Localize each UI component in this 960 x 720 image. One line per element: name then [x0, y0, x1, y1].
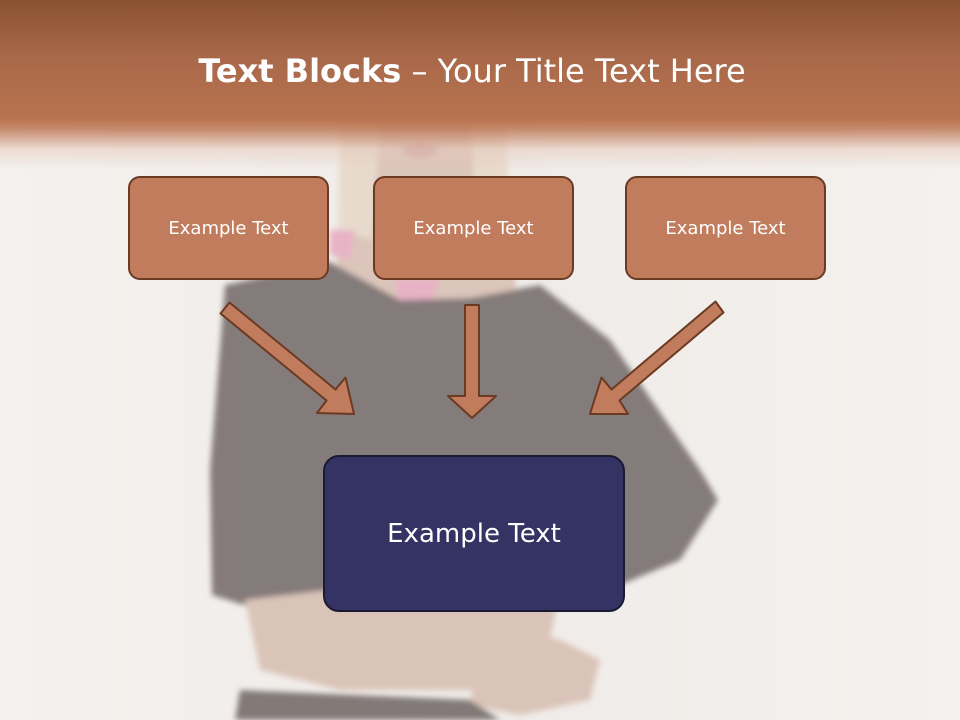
arrow-center-down: [447, 304, 497, 419]
text-block-1-label: Example Text: [168, 217, 289, 239]
slide-title: Text Blocks – Your Title Text Here: [0, 52, 944, 90]
arrow-right-diagonal: [589, 300, 725, 415]
arrow-left-diagonal: [219, 301, 355, 415]
target-text-block[interactable]: Example Text: [323, 455, 625, 612]
text-block-1[interactable]: Example Text: [128, 176, 329, 280]
text-block-2-label: Example Text: [413, 217, 534, 239]
title-rest-part: Your Title Text Here: [437, 52, 746, 90]
title-bold-part: Text Blocks: [198, 52, 402, 90]
target-text-block-label: Example Text: [387, 518, 561, 549]
text-block-3-label: Example Text: [665, 217, 786, 239]
text-block-2[interactable]: Example Text: [373, 176, 574, 280]
text-block-3[interactable]: Example Text: [625, 176, 826, 280]
header-band: [0, 0, 960, 170]
title-separator: –: [401, 52, 438, 90]
